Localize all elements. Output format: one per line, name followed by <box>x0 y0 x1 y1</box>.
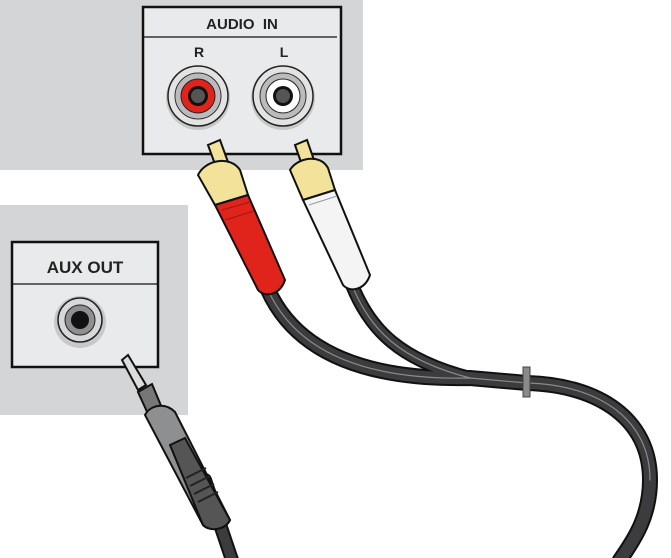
audio-in-title: AUDIO IN <box>206 16 278 33</box>
red-rca-jack <box>166 65 230 130</box>
white-rca-plug <box>288 138 372 291</box>
aux-out-title: AUX OUT <box>47 258 124 277</box>
aux-out-jack <box>54 296 106 348</box>
mini-jack-plug <box>120 353 232 531</box>
white-rca-jack <box>251 65 315 130</box>
red-rca-plug <box>196 138 287 296</box>
right-channel-label: R <box>194 44 204 60</box>
left-channel-label: L <box>280 44 289 60</box>
cable <box>198 278 659 558</box>
